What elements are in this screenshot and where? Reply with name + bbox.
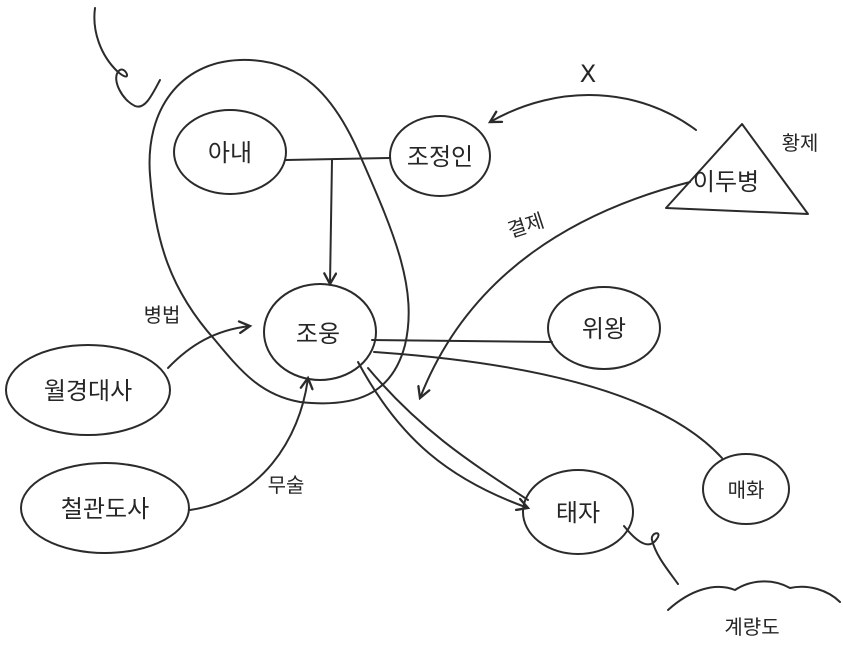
gyeolje-label: 결제 (505, 208, 547, 242)
wolgyeong-node (5, 344, 171, 436)
maehwa-label: 매화 (728, 478, 765, 502)
edge-to-joung-from-top (330, 159, 332, 284)
wife-label: 아내 (208, 139, 252, 167)
gyeryangdo-hill (667, 580, 841, 611)
idubyeong-label: 이두병 (693, 168, 759, 196)
museul-label: 무술 (268, 473, 305, 497)
wolgyeong-label: 월경대사 (44, 377, 132, 405)
taeja-label: 태자 (556, 499, 600, 527)
joung-label: 조웅 (296, 320, 340, 348)
top-left-tail (93, 7, 161, 108)
edge-joung-wigwang (371, 339, 553, 343)
cheolgwan-label: 철관도사 (61, 495, 149, 523)
wigwang-label: 위왕 (582, 315, 626, 343)
x-mark: X (580, 60, 596, 88)
edge-joung-taeja-2 (367, 367, 529, 501)
idubyeong-node (665, 123, 809, 215)
wife-node (173, 109, 287, 195)
edge-wife-jojeongin (285, 157, 391, 161)
cheolgwan-node (20, 462, 190, 554)
edge-wolgyeong-joung (167, 326, 250, 369)
edge-cheolgwan-joung (189, 378, 308, 511)
jojeongin-node (389, 115, 491, 197)
joung-node (263, 283, 377, 381)
gyeryangdo-label: 계량도 (724, 615, 779, 639)
taeja-node (522, 469, 634, 555)
taeja-tail (623, 525, 679, 585)
edge-idubyeong-jojeongin (490, 94, 697, 131)
edge-joung-maehwa (373, 351, 723, 459)
edge-idubyeong-gyeolje (420, 181, 691, 398)
byeongbeop-label: 병법 (144, 303, 181, 327)
wigwang-node (547, 286, 661, 370)
jojeongin-label: 조정인 (407, 143, 473, 171)
family-group-outline (148, 58, 410, 405)
maehwa-node (702, 453, 790, 525)
hwangje-label: 황제 (782, 131, 819, 155)
edge-joung-taeja-1 (357, 361, 528, 508)
